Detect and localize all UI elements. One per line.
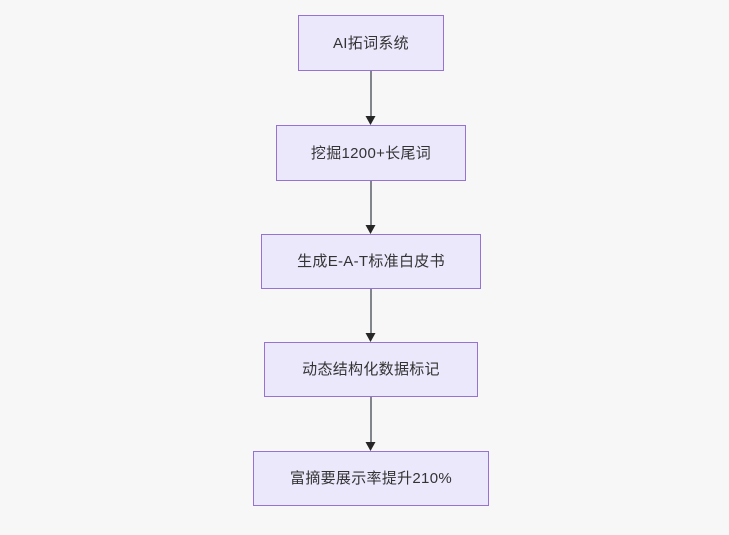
edge-line — [370, 181, 372, 227]
node-label: 动态结构化数据标记 — [302, 361, 440, 378]
node-label: 挖掘1200+长尾词 — [310, 144, 432, 162]
flowchart-node-rich-snippet-uplift[interactable]: 富摘要展示率提升210% — [253, 451, 489, 506]
node-label: 富摘要展示率提升210% — [290, 470, 452, 487]
flowchart-node-ai-keyword-system[interactable]: AI拓词系统 — [298, 15, 444, 71]
node-label: AI拓词系统 — [333, 34, 409, 52]
arrowhead-icon — [365, 116, 376, 125]
edge-line — [370, 71, 372, 118]
flowchart-node-dynamic-structured-data[interactable]: 动态结构化数据标记 — [264, 342, 478, 397]
node-label: 生成E-A-T标准白皮书 — [297, 253, 445, 270]
arrowhead-icon — [365, 225, 376, 234]
arrowhead-icon — [365, 333, 376, 342]
arrowhead-icon — [365, 442, 376, 451]
edge-line — [370, 397, 372, 444]
flowchart-node-generate-eat-whitepaper[interactable]: 生成E-A-T标准白皮书 — [261, 234, 481, 289]
edge-line — [370, 289, 372, 335]
flowchart-node-mine-longtail-keywords[interactable]: 挖掘1200+长尾词 — [276, 125, 466, 181]
